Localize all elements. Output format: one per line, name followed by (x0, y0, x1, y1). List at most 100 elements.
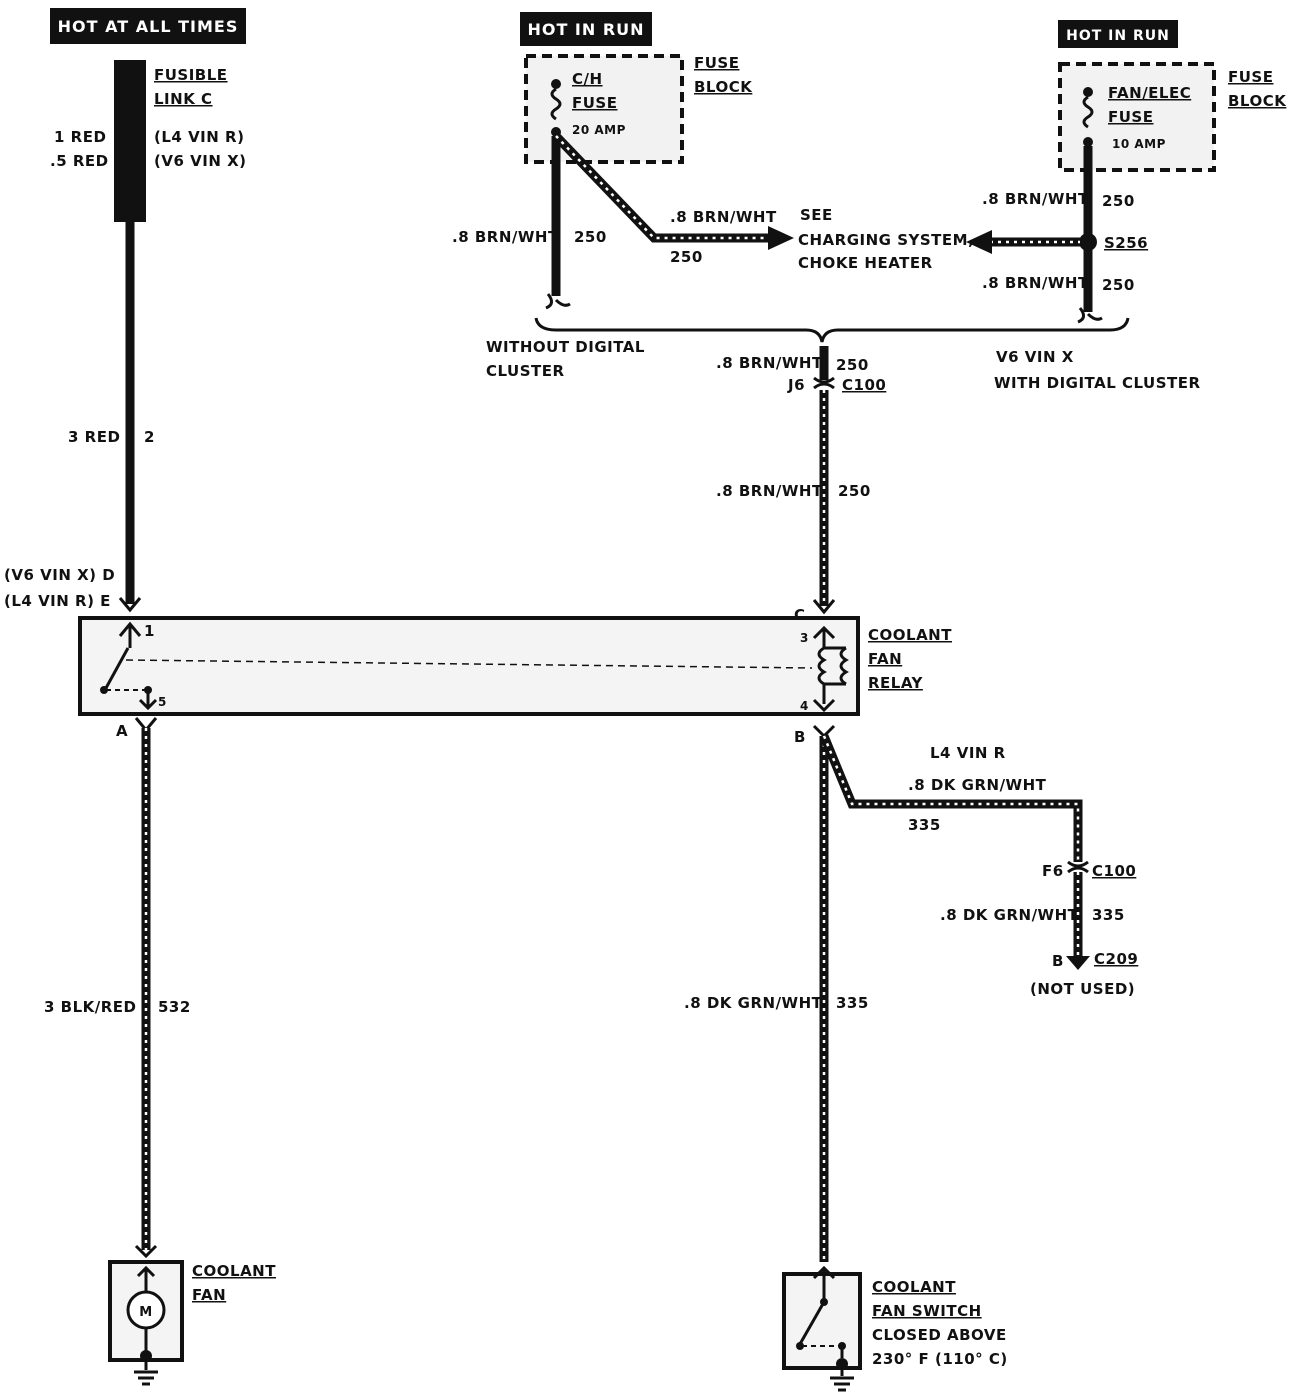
option-with-2: WITH DIGITAL CLUSTER (994, 374, 1201, 392)
switch-label-3: CLOSED ABOVE (872, 1326, 1007, 1344)
fan-elec-fuse-name: FAN/ELEC (1108, 84, 1191, 102)
coolant-fan-switch-box (782, 1272, 862, 1370)
relay-cavity-c: C (794, 606, 806, 624)
relay-switch-icon (100, 621, 813, 711)
connector-c209 (1066, 956, 1090, 970)
relay-pin-4: 4 (800, 699, 809, 713)
fuse-block-label-1b: BLOCK (694, 78, 753, 96)
switch-label-2: FAN SWITCH (872, 1302, 982, 1320)
connector-c209-label: C209 (1094, 950, 1138, 968)
circuit-250-f: 250 (838, 482, 871, 500)
coolant-fan-label-1: COOLANT (192, 1262, 276, 1280)
relay-coil-icon (812, 625, 849, 713)
connector-c100-j6 (813, 376, 835, 390)
ground-icon (134, 1350, 158, 1386)
relay-cavity-b: B (794, 728, 806, 746)
wire-335-label-b: .8 DK GRN/WHT (940, 906, 1079, 924)
fusible-note-1: (L4 VIN R) (154, 128, 244, 146)
relay-pin-3: 3 (800, 631, 809, 645)
connector-c100-a: C100 (842, 376, 886, 394)
relay-pin-1: 1 (144, 622, 155, 640)
ch-fuse-label: FUSE (572, 94, 617, 112)
wire-break (545, 293, 571, 310)
connector-c100-b: C100 (1092, 862, 1136, 880)
fusible-link-label-2: LINK C (154, 90, 213, 108)
relay-label-2: FAN (868, 650, 902, 668)
wire-label-brn-3: .8 BRN/WHT (982, 190, 1089, 208)
wire-3-red-label: 3 RED (68, 428, 120, 446)
circuit-250-b: 250 (670, 248, 703, 266)
switch-label-4: 230° F (110° C) (872, 1350, 1008, 1368)
arrow-from-splice (966, 230, 992, 254)
wire-break-2 (1077, 307, 1103, 324)
relay-label-1: COOLANT (868, 626, 952, 644)
option-without-1: WITHOUT DIGITAL (486, 338, 645, 356)
circuit-250-e: 250 (836, 356, 869, 374)
not-used-label: (NOT USED) (1030, 980, 1135, 998)
connector-j6: J6 (787, 376, 805, 394)
ch-fuse-rating: 20 AMP (572, 123, 626, 137)
l4-vin-r: L4 VIN R (930, 744, 1006, 762)
wire-335-circuit-c: 335 (836, 994, 869, 1012)
fan-elec-fuse-label: FUSE (1108, 108, 1153, 126)
svg-text:HOT IN RUN: HOT IN RUN (1066, 28, 1170, 44)
relay-cavity-d: (V6 VIN X) D (4, 566, 115, 584)
wire-label-brn-5: .8 BRN/WHT (716, 354, 823, 372)
wire-335-circuit-b: 335 (1092, 906, 1125, 924)
switch-label-1: COOLANT (872, 1278, 956, 1296)
temp-switch-icon (796, 1265, 846, 1358)
coolant-fan-relay (78, 616, 860, 716)
wire-2-circuit: 2 (144, 428, 155, 446)
relay-label-3: RELAY (868, 674, 924, 692)
see-choke: CHOKE HEATER (798, 254, 933, 272)
wire-532-label: 3 BLK/RED (44, 998, 137, 1016)
ch-fuse-icon (550, 79, 562, 137)
ch-fuse-name: C/H (572, 70, 603, 88)
hot-in-run-tag-2: HOT IN RUN (1058, 20, 1178, 48)
connector-d-e (118, 597, 142, 613)
svg-text:M: M (139, 1305, 152, 1320)
wire-335-circuit-a: 335 (908, 816, 941, 834)
hot-in-run-tag-1: HOT IN RUN (520, 12, 652, 46)
wire-label-brn-2: .8 BRN/WHT (670, 208, 777, 226)
fuse-block-label-2b: BLOCK (1228, 92, 1287, 110)
ground-icon-2 (830, 1358, 854, 1392)
relay-cavity-a: A (116, 722, 128, 740)
wire-532-circuit: 532 (158, 998, 191, 1016)
fuse-block-label-2a: FUSE (1228, 68, 1273, 86)
fusible-link (114, 60, 146, 222)
wire-label-brn-6: .8 BRN/WHT (716, 482, 823, 500)
arrow-to-charging (768, 226, 794, 250)
circuit-250-c: 250 (1102, 192, 1135, 210)
connector-f6: F6 (1042, 862, 1064, 880)
wire-label-brn-1: .8 BRN/WHT (452, 228, 559, 246)
splice-label: S256 (1104, 234, 1148, 252)
fan-elec-fuse-rating: 10 AMP (1112, 137, 1166, 151)
fusible-note-2: (V6 VIN X) (154, 152, 247, 170)
svg-text:HOT AT ALL TIMES: HOT AT ALL TIMES (58, 17, 239, 36)
relay-pin-5: 5 (158, 695, 167, 709)
circuit-250-a: 250 (574, 228, 607, 246)
coolant-fan-label-2: FAN (192, 1286, 226, 1304)
fusible-wire-2: .5 RED (50, 152, 109, 170)
connector-cavity-b: B (1052, 952, 1064, 970)
option-with-1: V6 VIN X (996, 348, 1074, 366)
wire-label-brn-4: .8 BRN/WHT (982, 274, 1089, 292)
option-brace (534, 317, 1130, 343)
connector-c (812, 599, 836, 615)
fuse-block-label-1a: FUSE (694, 54, 739, 72)
fan-elec-fuse-icon (1082, 87, 1094, 147)
hot-at-all-times-tag: HOT AT ALL TIMES (50, 8, 246, 44)
splice-s256 (1079, 233, 1097, 251)
circuit-250-d: 250 (1102, 276, 1135, 294)
see-label: SEE (800, 206, 833, 224)
fusible-link-label-1: FUSIBLE (154, 66, 228, 84)
connector-c100-f6 (1067, 860, 1089, 874)
svg-text:HOT IN RUN: HOT IN RUN (527, 20, 644, 39)
fan-motor-icon: M (126, 1265, 166, 1352)
wire-335-label-a: .8 DK GRN/WHT (908, 776, 1047, 794)
option-without-2: CLUSTER (486, 362, 565, 380)
see-charging: CHARGING SYSTEM, (798, 231, 974, 249)
fusible-wire-1: 1 RED (54, 128, 106, 146)
